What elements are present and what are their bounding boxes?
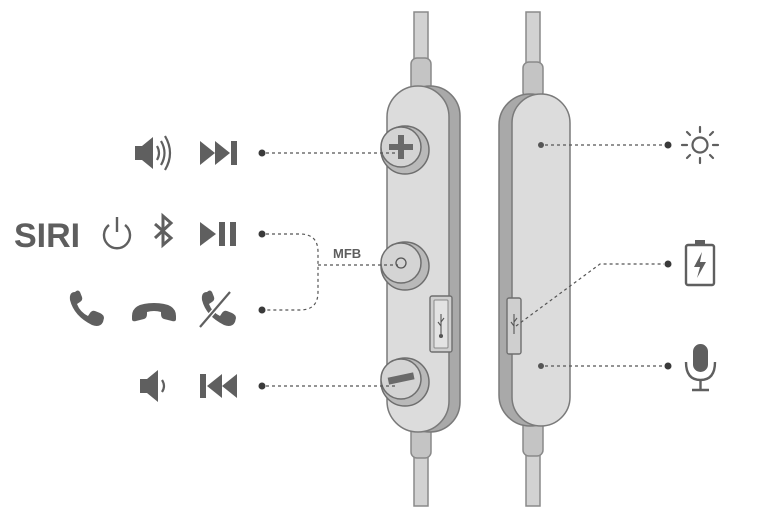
front-cable-bottom — [410, 421, 432, 507]
front-remote — [380, 11, 461, 507]
volume-down-button[interactable] — [380, 357, 430, 407]
hang-up-icon — [132, 303, 176, 322]
volume-up-button[interactable] — [380, 125, 430, 175]
micro-usb-port — [429, 295, 453, 353]
play-pause-icon — [200, 222, 236, 246]
battery-charging-icon — [684, 240, 716, 287]
minus-icon — [387, 372, 415, 385]
rear-cable-top — [522, 11, 544, 99]
next-track-icon — [200, 141, 237, 165]
rear-remote — [498, 11, 571, 507]
mfb-label: MFB — [333, 246, 361, 261]
volume-up-icon — [135, 135, 172, 171]
led-pinhole — [538, 142, 544, 148]
microphone-icon — [684, 344, 717, 392]
power-icon — [102, 217, 132, 250]
bluetooth-icon — [153, 212, 174, 249]
leader-mfb-bracket — [266, 233, 319, 311]
volume-down-icon — [140, 370, 166, 402]
rear-usb-icon — [510, 314, 518, 334]
mic-pinhole — [538, 363, 544, 369]
led-indicator-icon — [680, 125, 720, 165]
previous-track-icon — [200, 374, 237, 398]
leader-lines — [258, 141, 672, 390]
usb-icon — [437, 314, 445, 339]
leader-usb — [515, 263, 664, 327]
rear-remote-face — [511, 93, 571, 427]
multi-function-button[interactable] — [380, 241, 430, 291]
rear-micro-usb-port — [506, 297, 522, 355]
rear-cable-bottom — [522, 419, 544, 507]
front-cable-top — [410, 11, 432, 99]
answer-call-icon — [69, 290, 104, 326]
reject-call-icon — [198, 290, 236, 329]
siri-label: SIRI — [14, 217, 80, 255]
mfb-led-icon — [395, 257, 407, 269]
